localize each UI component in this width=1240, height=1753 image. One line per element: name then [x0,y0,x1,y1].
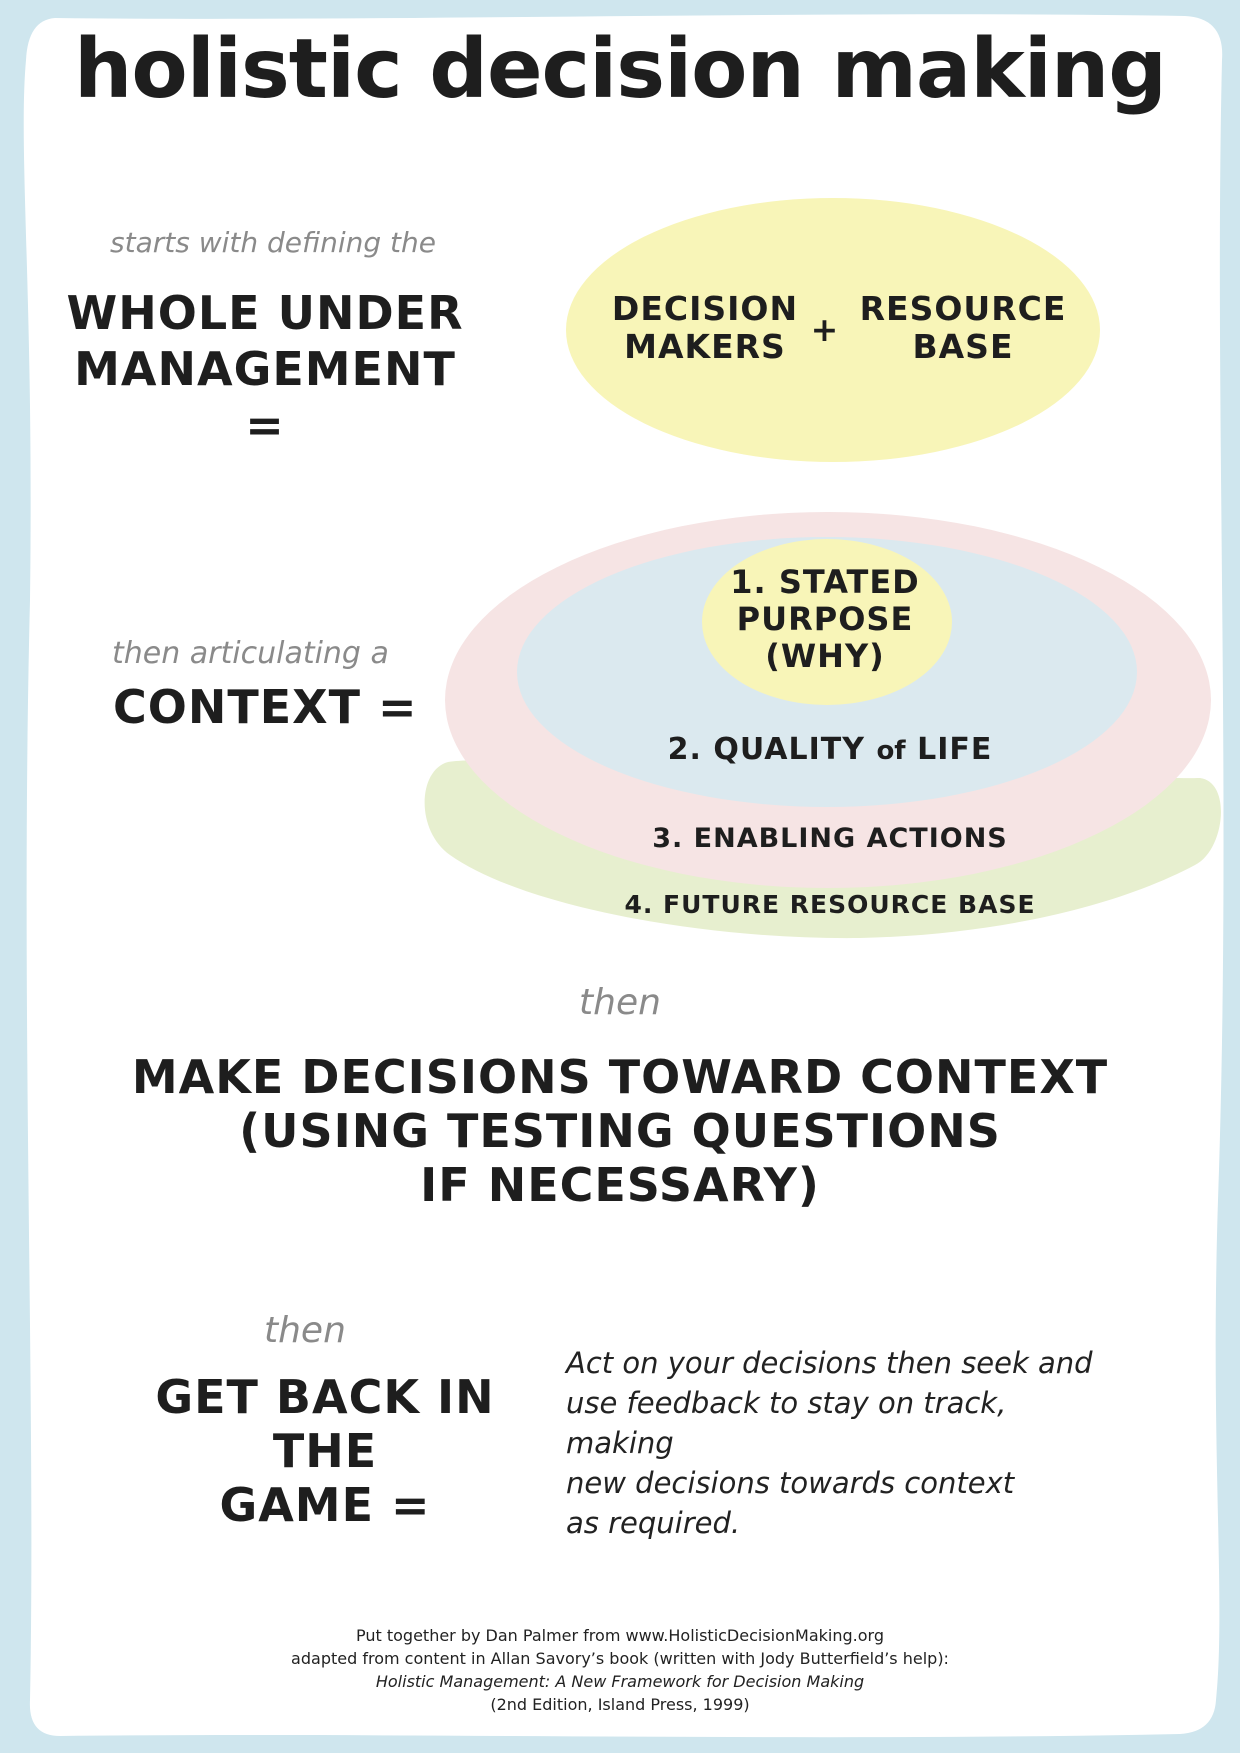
make-decisions-line-1: MAKE DECISIONS TOWARD CONTEXT [131,1050,1109,1104]
game-lead-text: then [264,1310,346,1351]
resource-base-line-1: RESOURCE [859,289,1067,328]
feedback-line-2: use feedback to stay on track, making [566,1386,1007,1460]
make-decisions-label: MAKE DECISIONS TOWARD CONTEXT (USING TES… [0,1050,1240,1212]
plus-sign: + [810,310,840,349]
quality-of-life-of: of [876,736,906,766]
quality-of-life-suffix: LIFE [917,732,993,767]
resource-base-label: RESOURCE BASE [858,290,1068,366]
decision-makers-label: DECISION MAKERS [610,290,800,366]
whole-label-line-2: MANAGEMENT = [74,342,456,452]
decide-lead-text: then [579,982,661,1023]
feedback-description: Act on your decisions then seek and use … [566,1343,1106,1543]
stated-purpose-line-2: PURPOSE [736,600,914,638]
decision-makers-line-2: MAKERS [624,327,786,366]
credits: Put together by Dan Palmer from www.Holi… [0,1624,1240,1716]
stated-purpose-line-1: 1. STATED [730,563,920,601]
credit-source: adapted from content in Allan Savory’s b… [291,1649,949,1668]
get-back-in-the-game-label: GET BACK IN THE GAME = [100,1370,550,1532]
context-label: CONTEXT = [113,680,418,734]
get-back-line-1: GET BACK IN THE [155,1370,495,1478]
credit-book-title: Holistic Management: A New Framework for… [375,1672,865,1691]
credit-author: Put together by Dan Palmer from www.Holi… [355,1626,884,1645]
enabling-actions-label: 3. ENABLING ACTIONS [652,823,1008,854]
whole-under-management-label: WHOLE UNDER MANAGEMENT = [60,285,470,453]
quality-of-life-label: 2. QUALITY of LIFE [620,732,1040,767]
decision-makers-line-1: DECISION [611,289,799,328]
stated-purpose-ellipse [702,539,952,705]
whole-label-line-1: WHOLE UNDER [66,286,464,340]
make-decisions-line-3: IF NECESSARY) [420,1158,820,1212]
page-title: holistic decision making [74,22,1167,117]
whole-lead-text: starts with defining the [110,226,436,259]
future-resource-base-label: 4. FUTURE RESOURCE BASE [624,890,1036,919]
stated-purpose-label: 1. STATED PURPOSE (WHY) [700,564,950,675]
feedback-line-3: new decisions towards context [566,1466,1015,1500]
context-lead-text: then articulating a [112,636,389,671]
feedback-line-4: as required. [566,1506,741,1540]
quality-of-life-prefix: 2. QUALITY [667,732,865,767]
feedback-line-1: Act on your decisions then seek and [566,1346,1093,1380]
credit-edition: (2nd Edition, Island Press, 1999) [490,1695,750,1714]
stated-purpose-line-3: (WHY) [765,637,885,675]
get-back-line-2: GAME = [219,1478,431,1532]
resource-base-line-2: BASE [912,327,1014,366]
make-decisions-line-2: (USING TESTING QUESTIONS [239,1104,1001,1158]
whole-under-management-ellipse [566,198,1100,462]
